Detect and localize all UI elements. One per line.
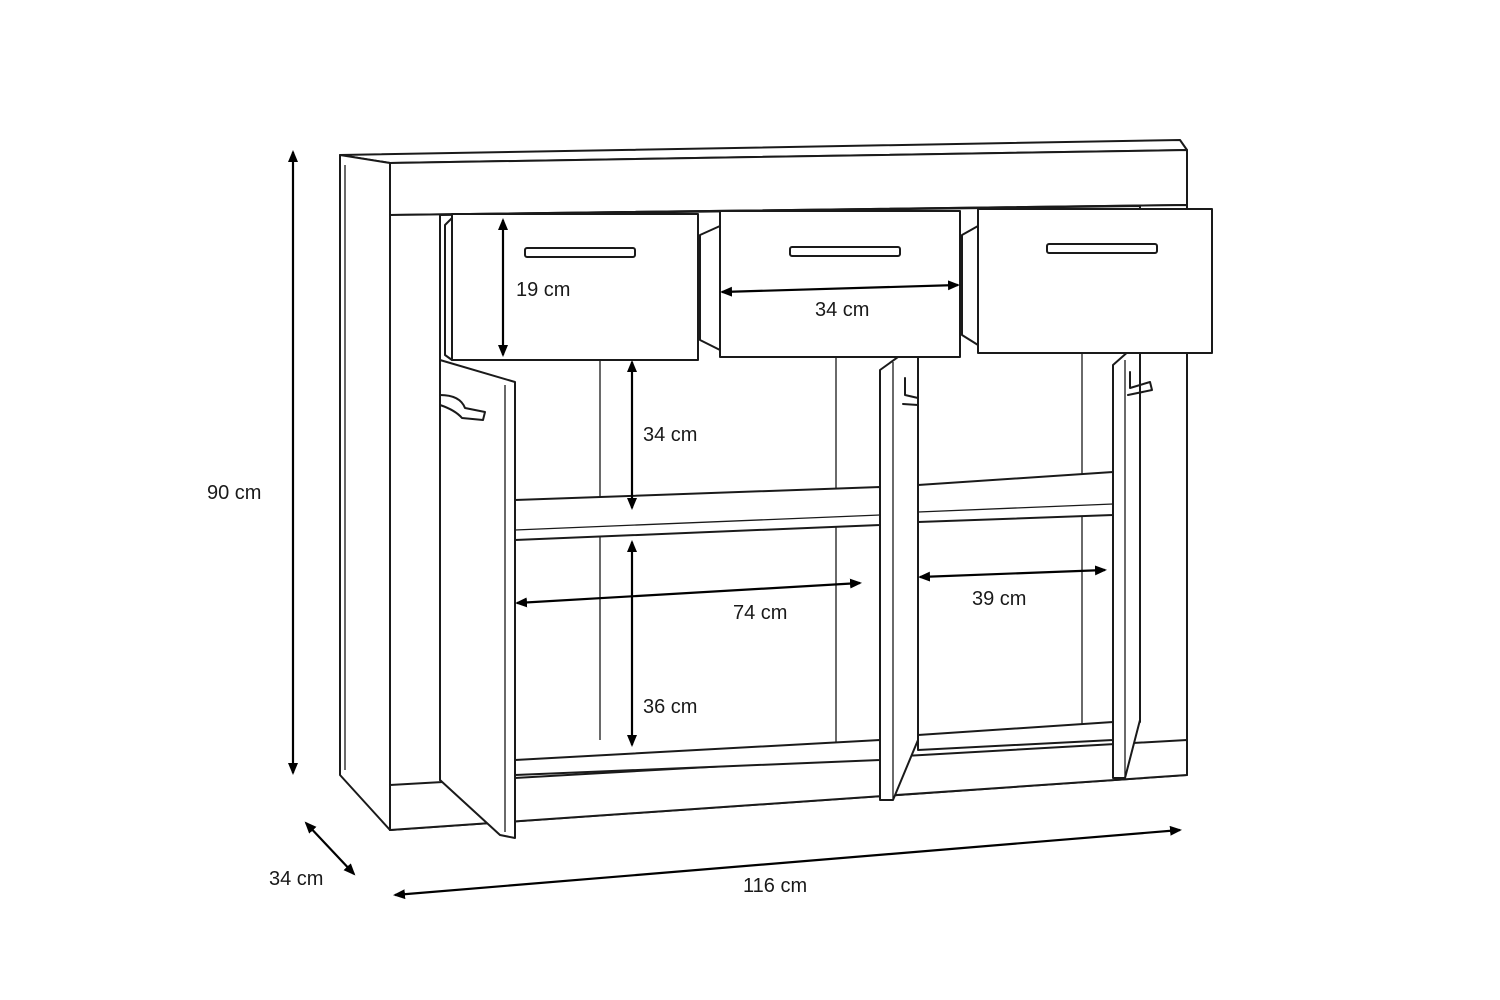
cabinet-drawing	[339, 139, 1213, 839]
width-dimension-line	[393, 825, 1182, 900]
left-compartment-width-label: 74 cm	[733, 602, 787, 624]
door-handle-icon	[902, 377, 919, 406]
left-door	[439, 359, 516, 839]
right-door	[1112, 349, 1141, 779]
middle-door	[879, 351, 919, 801]
right-compartment-width-label: 39 cm	[972, 588, 1026, 610]
door-handle-icon	[1127, 371, 1153, 396]
width-label: 116 cm	[743, 875, 807, 897]
door-handle-icon	[439, 394, 486, 421]
drawer-width-label: 34 cm	[815, 299, 869, 321]
drawer-right	[961, 208, 1213, 354]
depth-label: 34 cm	[269, 868, 323, 890]
left-side-panel	[339, 154, 391, 831]
depth-dimension-line	[304, 821, 356, 876]
right-compartment-width-line	[918, 565, 1107, 582]
left-compartment-width-line	[515, 578, 862, 608]
drawer-height-label: 19 cm	[516, 279, 570, 301]
plinth	[389, 739, 1188, 831]
height-label: 90 cm	[207, 482, 261, 504]
drawer-width-dimension-line	[720, 280, 960, 297]
upper-compartment-height-label: 34 cm	[643, 424, 697, 446]
drawer-middle	[699, 210, 961, 358]
drawer-left	[444, 213, 699, 361]
lower-compartment-height-label: 36 cm	[643, 696, 697, 718]
